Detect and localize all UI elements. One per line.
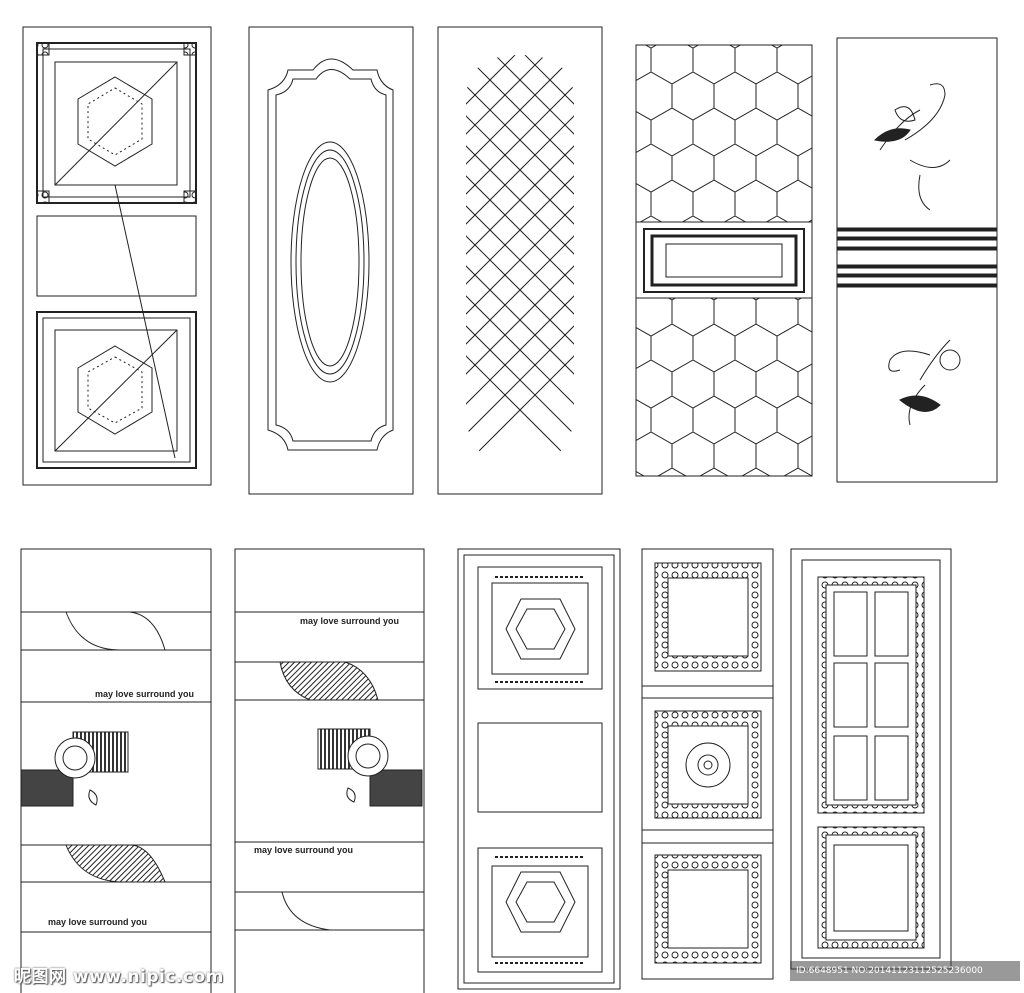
door-3 — [437, 26, 603, 495]
watermark-id: ID:6648951 NO:20141123112525236000 — [790, 961, 1020, 981]
door-9 — [641, 548, 774, 980]
door-6-caption-top: may love surround you — [95, 689, 194, 699]
door-10 — [790, 548, 952, 970]
door-7-caption-top: may love surround you — [300, 616, 399, 626]
door-5 — [836, 37, 998, 483]
door-8 — [457, 548, 621, 990]
door-2 — [248, 26, 414, 495]
door-6-caption-bottom: may love surround you — [48, 917, 147, 927]
watermark-site: 昵图网 www.nipic.com — [14, 967, 224, 987]
door-7-caption-bottom: may love surround you — [254, 845, 353, 855]
door-7 — [234, 548, 425, 993]
door-4 — [635, 44, 813, 477]
door-1 — [22, 26, 212, 486]
door-6 — [20, 548, 212, 993]
